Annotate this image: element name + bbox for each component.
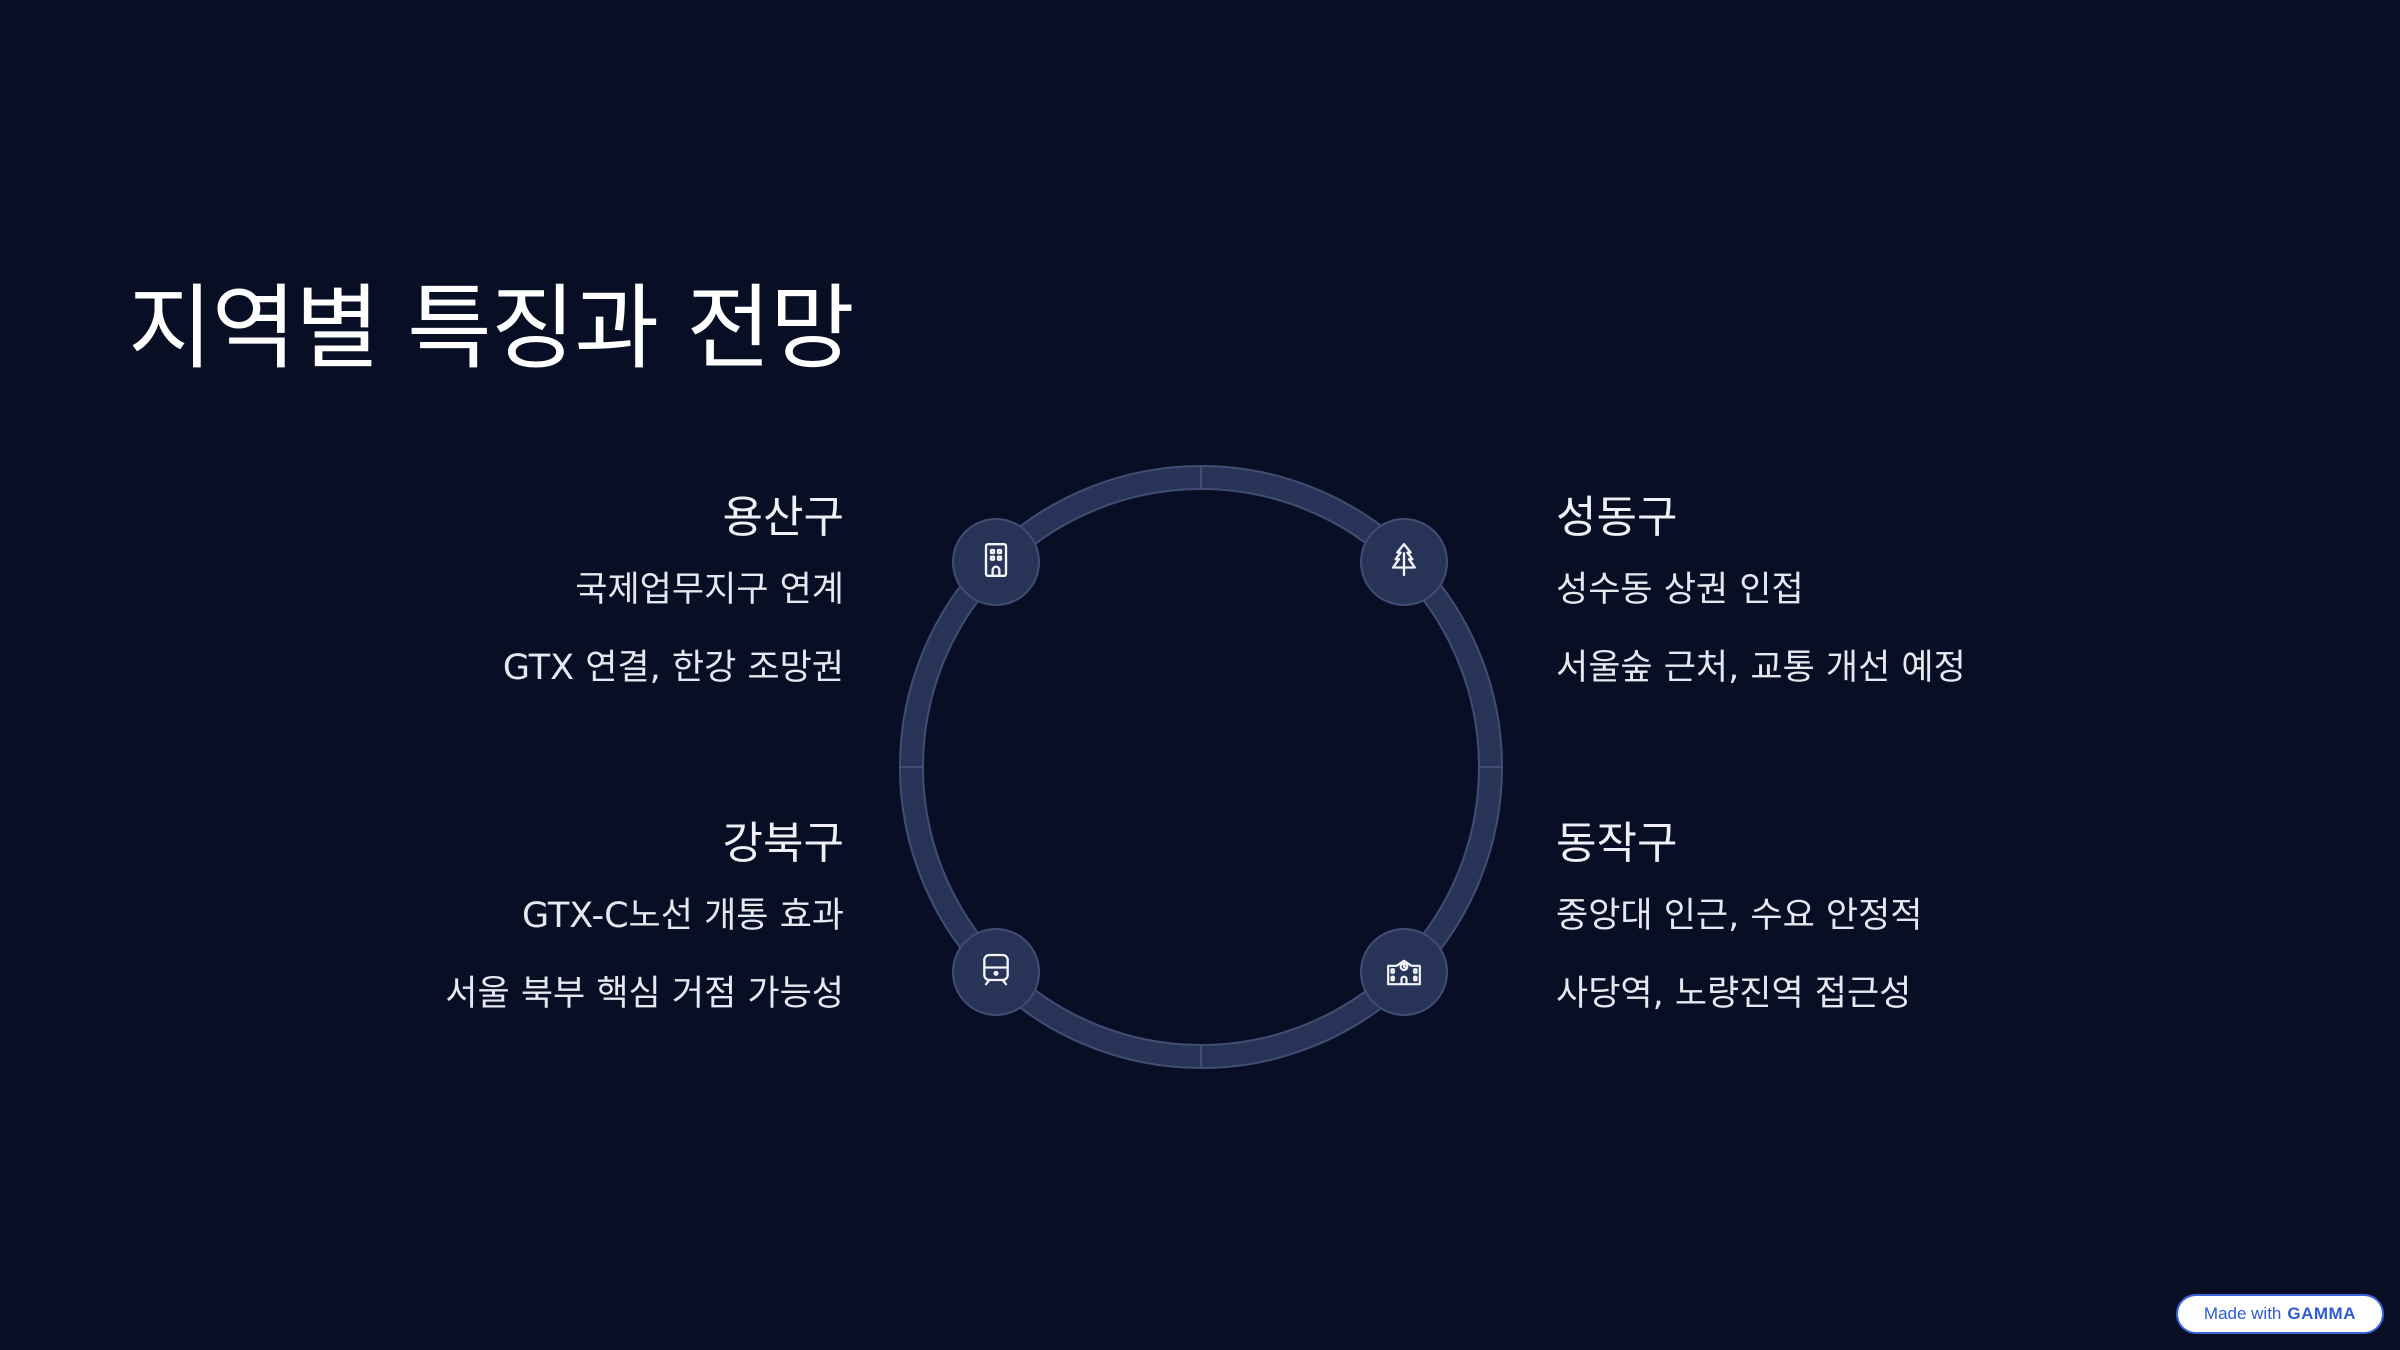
region-point: 사당역, 노량진역 접근성 — [1556, 973, 1912, 1014]
pine-tree-icon — [1384, 540, 1424, 584]
region-point: 국제업무지구 연계 — [575, 569, 844, 610]
region-point: 중앙대 인근, 수요 안정적 — [1556, 895, 1923, 936]
region-dongjak: 동작구 중앙대 인근, 수요 안정적 사당역, 노량진역 접근성 — [1556, 818, 2156, 1015]
region-point: 성수동 상권 인접 — [1556, 569, 1804, 610]
office-building-icon — [976, 540, 1016, 584]
node-seongdong — [1360, 518, 1448, 606]
node-yongsan — [952, 518, 1040, 606]
region-name: 동작구 — [1556, 818, 1678, 869]
node-gangbuk — [952, 928, 1040, 1016]
gamma-logo: GAMMA — [2287, 1304, 2356, 1323]
region-name: 강북구 — [722, 818, 844, 869]
region-point: 서울숲 근처, 교통 개선 예정 — [1556, 647, 1966, 688]
region-name: 용산구 — [722, 492, 844, 543]
made-with-gamma-badge[interactable]: Made with GAMMA — [2175, 1294, 2384, 1334]
page-title: 지역별 특징과 전망 — [128, 275, 855, 382]
region-seongdong: 성동구 성수동 상권 인접 서울숲 근처, 교통 개선 예정 — [1556, 492, 2156, 689]
region-yongsan: 용산구 국제업무지구 연계 GTX 연결, 한강 조망권 — [244, 492, 844, 689]
school-building-icon — [1384, 950, 1424, 994]
badge-prefix: Made with — [2203, 1304, 2282, 1323]
region-point: GTX 연결, 한강 조망권 — [502, 647, 844, 688]
region-point: 서울 북부 핵심 거점 가능성 — [445, 973, 844, 1014]
region-point: GTX-C노선 개통 효과 — [521, 895, 844, 936]
region-gangbuk: 강북구 GTX-C노선 개통 효과 서울 북부 핵심 거점 가능성 — [244, 818, 844, 1015]
train-icon — [976, 950, 1016, 994]
node-dongjak — [1360, 928, 1448, 1016]
region-name: 성동구 — [1556, 492, 1678, 543]
